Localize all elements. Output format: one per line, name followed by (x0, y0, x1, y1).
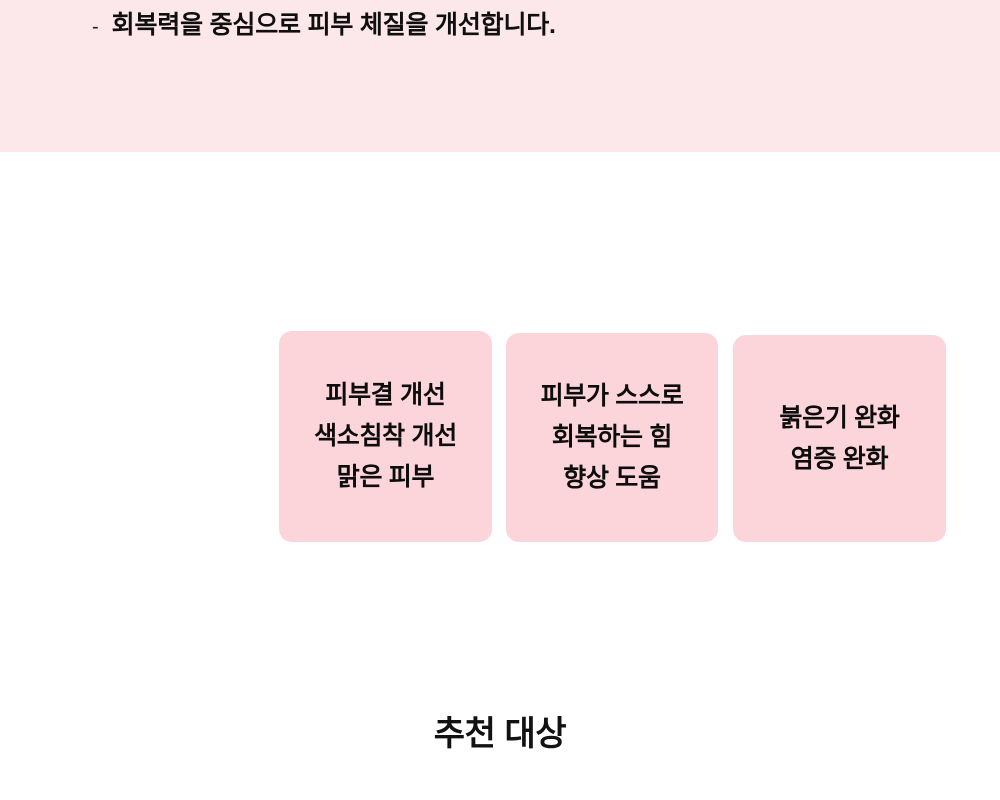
benefit-card-redness-relief: 붉은기 완화 염증 완화 (733, 335, 946, 542)
banner-description-text: 회복력을 중심으로 피부 체질을 개선합니다. (111, 11, 556, 39)
benefit-card-skin-texture: 피부결 개선 색소침착 개선 맑은 피부 (279, 331, 492, 542)
benefit-card-text: 피부결 개선 색소침착 개선 맑은 피부 (314, 381, 457, 491)
banner-bullet-line: - 회복력을 중심으로 피부 체질을 개선합니다. (92, 7, 556, 45)
section-heading-recommended-target: 추천 대상 (433, 715, 567, 753)
top-banner: - 회복력을 중심으로 피부 체질을 개선합니다. (0, 0, 1000, 152)
benefit-card-text: 피부가 스스로 회복하는 힘 향상 도움 (540, 382, 684, 492)
benefit-cards-row: 피부결 개선 색소침착 개선 맑은 피부 피부가 스스로 회복하는 힘 향상 도… (279, 331, 946, 543)
bullet-dash-icon: - (92, 16, 99, 38)
benefit-card-text: 붉은기 완화 염증 완화 (779, 403, 900, 473)
benefit-card-self-recovery: 피부가 스스로 회복하는 힘 향상 도움 (506, 333, 718, 542)
